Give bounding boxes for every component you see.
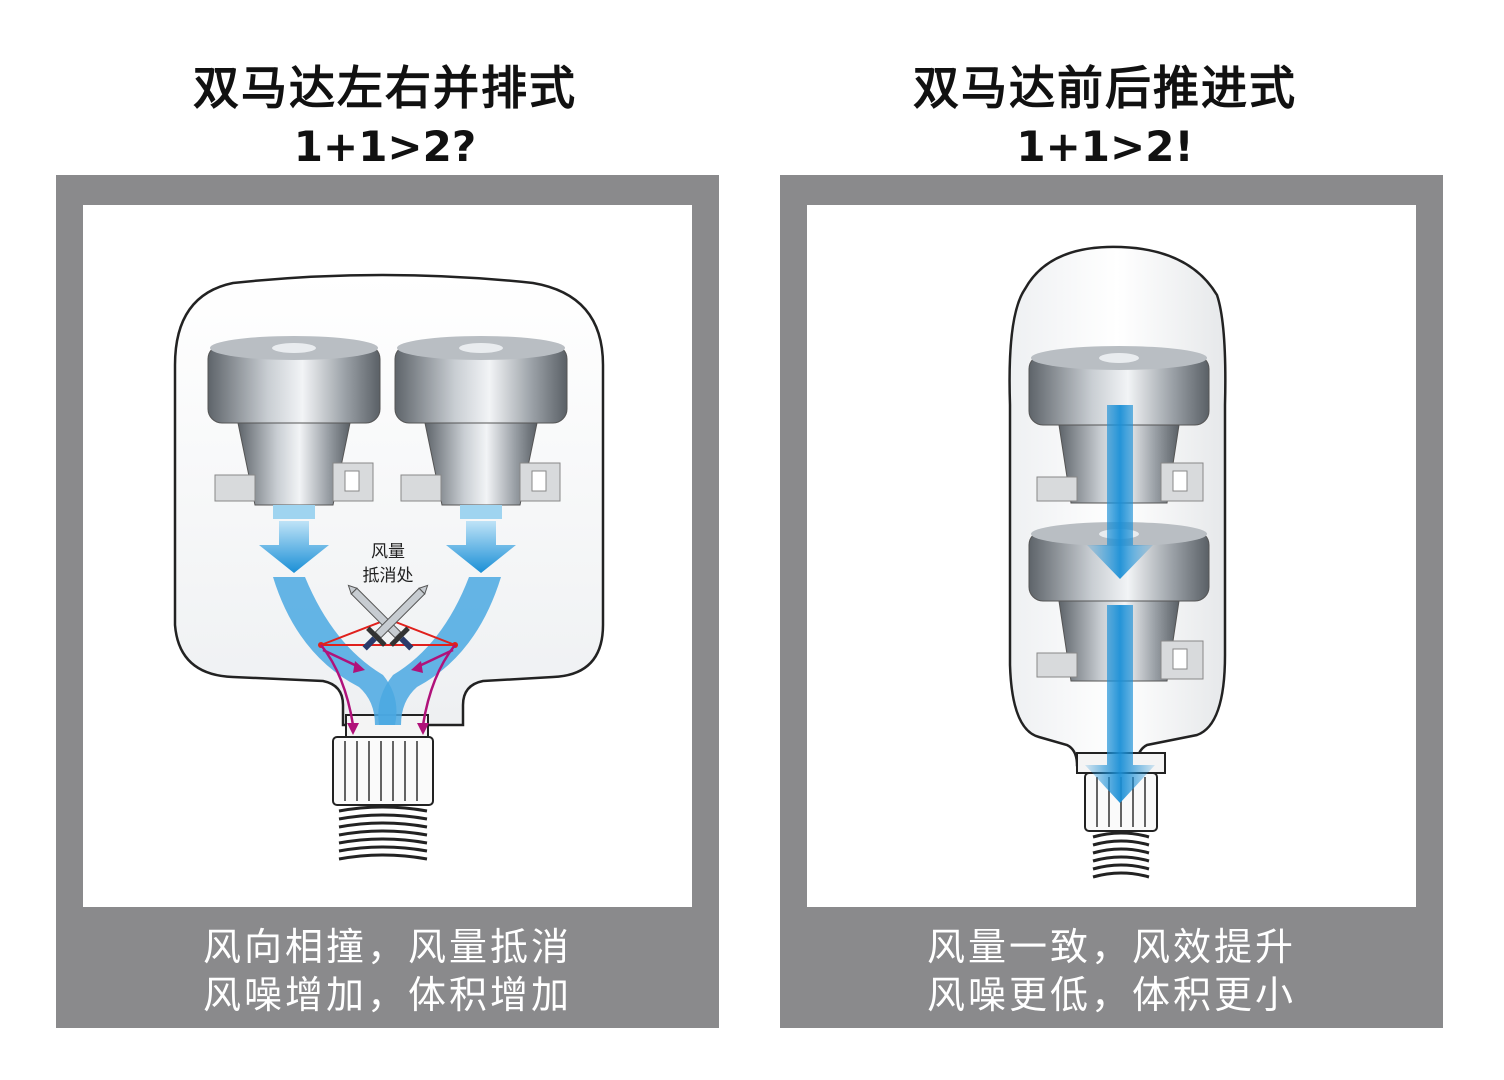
right-caption: 风量一致，风效提升 风噪更低，体积更小 [780,923,1443,1019]
left-caption: 风向相撞，风量抵消 风噪增加，体积增加 [56,923,719,1019]
deflection-arrows [320,644,456,726]
right-caption-line1: 风量一致，风效提升 [926,925,1296,969]
right-subtitle: 1+1>2! [1016,122,1194,171]
right-diagram [1008,245,1227,879]
right-panel: 风量一致，风效提升 风噪更低，体积更小 [780,175,1443,1028]
right-airflow-arrow-bottom [1085,605,1155,803]
left-neck-grip [332,736,434,806]
left-title: 双马达左右并排式 [193,61,577,115]
right-airflow-arrow-top [1087,405,1153,579]
left-neck-ribs [344,741,418,801]
left-airflow-stream-2 [378,577,501,725]
right-thread [1092,831,1150,879]
right-diagram-area [807,205,1416,907]
left-diagram-area: 风量 抵消处 [83,205,692,907]
left-motor-1 [207,336,381,519]
left-caption-line2: 风噪增加，体积增加 [202,973,572,1017]
left-caption-line1: 风向相撞，风量抵消 [202,925,572,969]
left-thread [338,805,428,861]
collision-lines [320,620,456,646]
left-panel: 风量 抵消处 风向相撞，风量抵消 风噪增加，体积增加 [56,175,719,1028]
left-motor-2 [394,336,568,519]
collision-label-line1: 风量 [371,542,405,562]
deflection-arrowheads [347,661,429,735]
right-caption-line2: 风噪更低，体积更小 [926,973,1296,1017]
left-title-block: 双马达左右并排式 1+1>2? [40,58,730,176]
left-subtitle: 1+1>2? [293,122,477,171]
left-diagram: 风量 抵消处 [173,273,605,861]
crossed-swords-icon [347,584,429,651]
left-airflow-arrow-1 [259,521,329,573]
right-title: 双马达前后推进式 [913,61,1297,115]
collision-label-line2: 抵消处 [363,566,414,586]
left-airflow-stream-1 [273,577,397,725]
left-airflow-arrow-2 [446,521,516,573]
right-title-block: 双马达前后推进式 1+1>2! [760,58,1450,176]
